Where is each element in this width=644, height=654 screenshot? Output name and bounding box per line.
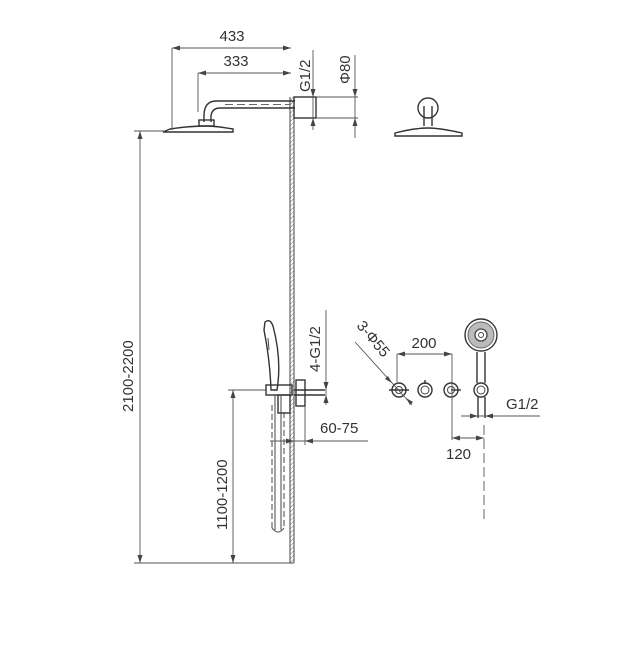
mixer-side-view [263,319,325,533]
dimension-handshower-offset: 120 [446,435,484,463]
dim-wall-depth-label: 60-75 [320,420,358,437]
dim-arm-thread-label: G1/2 [297,59,314,92]
dimension-valve-height: 1100-1200 [214,389,266,563]
dimension-handle-spacing: 200 [396,335,453,440]
dimension-valve-threads: 4-G1/2 [307,310,329,405]
dimension-wall-depth: 60-75 [270,406,368,445]
dimension-handshower-thread: G1/2 [461,396,540,419]
handshower-front-view [464,318,498,522]
dim-433-label: 433 [219,28,244,45]
dim-valve-threads-label: 4-G1/2 [307,326,324,372]
dim-valve-height-label: 1100-1200 [214,459,231,530]
dim-handshower-thread-label: G1/2 [506,396,539,413]
mixer-front-view [389,380,461,398]
dimension-333: 333 [197,53,291,112]
dim-shower-height-label: 2100-2200 [120,340,137,412]
dim-333-label: 333 [223,53,248,70]
overhead-shower-side-view [162,96,317,133]
overhead-shower-front-view [394,97,463,137]
dimension-flange: Φ80 [316,55,358,138]
wall [289,97,295,563]
dimension-shower-height: 2100-2200 [120,130,175,564]
dimension-handle-holes: 3-Φ55 [353,318,413,406]
dim-handle-holes-label: 3-Φ55 [353,318,393,361]
dim-handshower-offset-label: 120 [446,446,471,463]
dimension-433: 433 [171,28,291,130]
dim-flange-label: Φ80 [337,55,354,84]
dim-handle-spacing-label: 200 [411,335,436,352]
